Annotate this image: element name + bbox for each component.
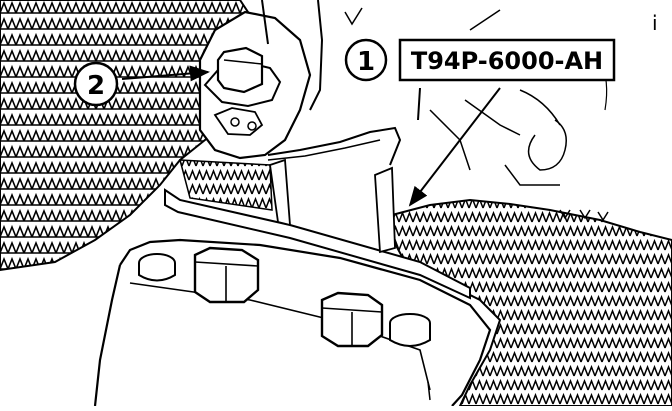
bg-sketch-2	[464, 99, 521, 136]
corner-mark: i	[652, 11, 658, 35]
callout-1: 1	[344, 38, 388, 82]
part-number-label: T94P-6000-AH	[398, 38, 616, 82]
callout-2-number: 2	[87, 71, 105, 101]
bg-sketch-6	[429, 109, 471, 171]
bg-v-marks	[559, 209, 609, 222]
tool-bracket	[198, 10, 312, 160]
part-leader-arrow	[408, 87, 501, 207]
center-post	[269, 158, 291, 227]
middle-casting-textured	[179, 159, 273, 211]
upper-rail	[164, 188, 471, 300]
right-post	[374, 166, 396, 254]
tool-leader-curve	[267, 126, 402, 166]
bg-sketch-4	[527, 119, 567, 171]
right-casting-textured	[390, 198, 672, 407]
lower-tick	[427, 381, 431, 401]
pan-lower-edge	[93, 264, 122, 407]
pan-body-outline	[119, 238, 492, 407]
part-leader-tick	[417, 87, 421, 121]
bg-sketch-5	[504, 164, 560, 186]
part-number-text: T94P-6000-AH	[411, 47, 603, 75]
pan-bolt-2	[320, 291, 384, 348]
pan-bolt-left	[138, 253, 176, 282]
callout-1-number: 1	[357, 47, 375, 77]
bg-check-mark	[344, 7, 363, 26]
bg-sketch-1	[469, 9, 501, 31]
tool-leader-curve-2	[267, 139, 381, 161]
top-wall-right	[309, 0, 324, 111]
pan-flange-line	[129, 282, 431, 391]
pan-bolt-1	[193, 246, 260, 304]
callout-2-arrow	[121, 65, 210, 82]
bg-sketch-3	[519, 89, 561, 126]
callout-2: 2	[73, 61, 119, 107]
top-wall-left	[261, 0, 269, 45]
pan-bolt-3	[389, 313, 431, 347]
